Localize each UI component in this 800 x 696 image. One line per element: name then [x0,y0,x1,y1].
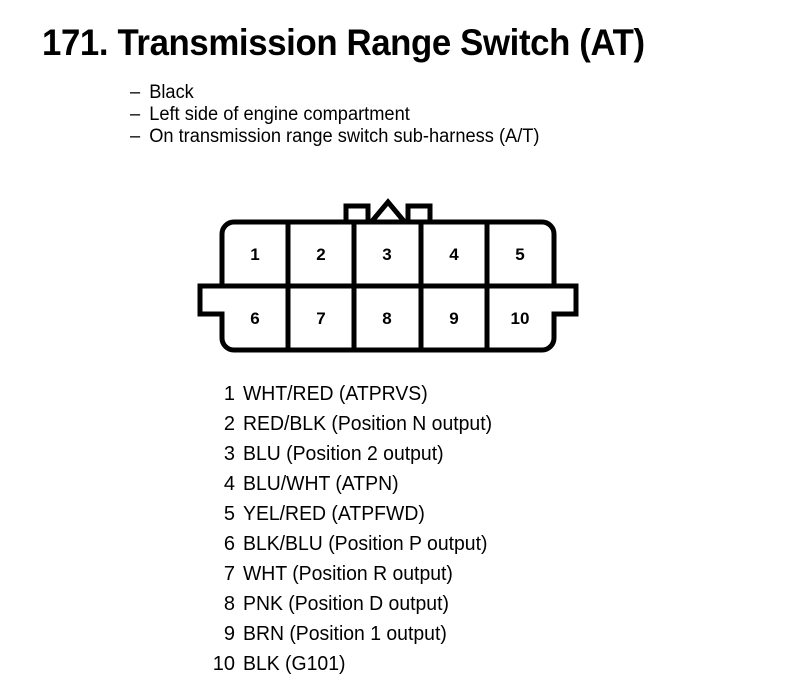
pin-cell-10: 10 [511,309,530,328]
legend-pin-description: BLK (G101) [243,653,346,675]
list-item: – Left side of engine compartment [130,104,539,126]
pin-cell-5: 5 [515,245,524,264]
legend-pin-number: 4 [223,473,235,495]
list-item: 7 WHT (Position R output) [180,563,500,593]
dash-icon: – [130,126,141,147]
list-item: 2 RED/BLK (Position N output) [180,413,500,443]
legend-pin-description: WHT/RED (ATPRVS) [243,383,428,405]
list-item: 6 BLK/BLU (Position P output) [180,533,500,563]
list-item-label: Black [149,82,194,103]
pin-cell-1: 1 [250,245,259,264]
legend-pin-description: BLU/WHT (ATPN) [243,473,399,495]
legend-pin-number: 6 [223,533,235,555]
legend-pin-number: 10 [212,653,235,675]
legend-pin-description: YEL/RED (ATPFWD) [243,503,425,525]
pin-cell-4: 4 [449,245,459,264]
pin-grid-top-row: 1 2 3 4 5 [250,245,524,264]
legend-pin-description: BLU (Position 2 output) [243,443,444,465]
legend-pin-number: 5 [223,503,235,525]
list-item: – Black [130,82,539,104]
legend-pin-description: BLK/BLU (Position P output) [243,533,488,555]
list-item-label: On transmission range switch sub-harness… [149,126,540,147]
attribute-list: – Black – Left side of engine compartmen… [130,82,557,148]
pin-cell-8: 8 [382,309,391,328]
legend-pin-description: PNK (Position D output) [243,593,449,615]
legend-pin-number: 2 [223,413,235,435]
pin-cell-9: 9 [449,309,458,328]
list-item: 8 PNK (Position D output) [180,593,500,623]
connector-diagram: 1 2 3 4 5 6 7 8 9 10 [196,196,588,360]
list-item: – On transmission range switch sub-harne… [130,126,539,148]
legend-pin-number: 3 [223,443,235,465]
legend-pin-number: 8 [223,593,235,615]
legend-pin-description: RED/BLK (Position N output) [243,413,493,435]
legend-pin-description: WHT (Position R output) [243,563,453,585]
dash-icon: – [130,82,141,103]
list-item: 5 YEL/RED (ATPFWD) [180,503,500,533]
list-item: 4 BLU/WHT (ATPN) [180,473,500,503]
pin-cell-2: 2 [316,245,325,264]
dash-icon: – [130,104,141,125]
legend-pin-number: 9 [223,623,235,645]
pin-grid-dividers [222,222,554,350]
pin-cell-6: 6 [250,309,259,328]
list-item: 1 WHT/RED (ATPRVS) [180,383,500,413]
pin-cell-7: 7 [316,309,325,328]
page-title: 171. Transmission Range Switch (AT) [42,22,645,63]
list-item: 3 BLU (Position 2 output) [180,443,500,473]
pin-grid-bottom-row: 6 7 8 9 10 [250,309,529,328]
list-item: 10 BLK (G101) [180,653,500,683]
legend-pin-number: 1 [223,383,235,405]
list-item: 9 BRN (Position 1 output) [180,623,500,653]
list-item-label: Left side of engine compartment [149,104,410,125]
pin-legend: 1 WHT/RED (ATPRVS) 2 RED/BLK (Position N… [180,383,500,683]
legend-pin-description: BRN (Position 1 output) [243,623,447,645]
pin-cell-3: 3 [382,245,391,264]
legend-pin-number: 7 [223,563,235,585]
